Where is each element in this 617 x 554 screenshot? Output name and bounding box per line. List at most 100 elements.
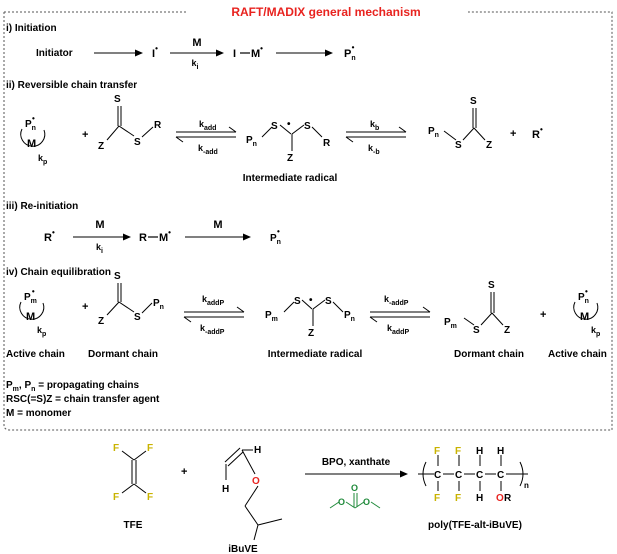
- initiator-label: Initiator: [36, 48, 73, 59]
- rev-plus-1: +: [82, 129, 88, 141]
- rev-inter-z: Z: [287, 153, 293, 164]
- equil-plus-2: +: [540, 309, 546, 321]
- dmc-o-carbonyl: O: [351, 483, 358, 493]
- bond: [443, 130, 457, 141]
- equil-prod-pm: Pm: [444, 317, 457, 330]
- legend-line-3: M = monomer: [6, 408, 71, 419]
- propagating-radical-pn: Pn•: [344, 43, 356, 62]
- eq-arrow-head: [422, 306, 431, 313]
- product-c-4: C: [497, 470, 504, 481]
- bond: [227, 451, 244, 467]
- equil-dormant-label-1: Dormant chain: [88, 349, 158, 360]
- reinit-ki: ki: [96, 242, 103, 255]
- bond: [244, 485, 259, 507]
- equil-pn-radical: Pn•: [578, 287, 589, 305]
- eq-arrow-head: [236, 306, 245, 313]
- equil-inter-s2: S: [325, 296, 332, 307]
- equil-plus-1: +: [82, 301, 88, 313]
- reinit-rm-m: M•: [159, 228, 171, 244]
- bond: [106, 125, 120, 141]
- bond: [491, 312, 504, 326]
- equil-cta-z: Z: [98, 316, 104, 327]
- rev-plus-2: +: [510, 128, 516, 140]
- bond: [118, 301, 135, 313]
- tfe-f-2: F: [147, 443, 153, 454]
- section-reinit-label: iii) Re-initiation: [6, 201, 78, 212]
- bond: [473, 127, 486, 141]
- equil-propagation-loop-1: [19, 301, 45, 320]
- reinit-r-radical: R•: [44, 228, 55, 244]
- rev-intermediate-caption: Intermediate radical: [243, 173, 338, 184]
- bond: [253, 524, 259, 541]
- reinit-monomer-2: M: [213, 219, 222, 231]
- bond: [283, 301, 295, 313]
- section-reversible-label: ii) Reversible chain transfer: [6, 80, 137, 91]
- section-equil-label: iv) Chain equilibration: [6, 267, 111, 278]
- equil-monomer-2: M: [580, 311, 589, 323]
- bond: [141, 302, 153, 314]
- dimethyl-carbonate-structure: [329, 493, 381, 509]
- equil-prod-thione-s: S: [488, 280, 495, 291]
- rev-cta-z: Z: [98, 141, 104, 152]
- bond: [279, 124, 292, 135]
- rev-inter-r: R: [323, 138, 331, 149]
- equil-k-addP-2: k-addP: [384, 294, 409, 307]
- equil-inter-pm: Pm: [265, 310, 278, 323]
- bond: [106, 301, 120, 316]
- product-c-2: C: [455, 470, 462, 481]
- bond: [257, 518, 283, 526]
- bond: [301, 299, 313, 310]
- product-f-2: F: [434, 493, 440, 504]
- bottom-plus: +: [181, 466, 187, 478]
- eq-arrow-head: [183, 316, 192, 323]
- bond: [261, 126, 273, 138]
- equil-intermediate-caption: Intermediate radical: [268, 349, 363, 360]
- tfe-f-3: F: [113, 492, 119, 503]
- bond: [311, 126, 323, 138]
- equil-monomer-1: M: [26, 311, 35, 323]
- mechanism-frame: [3, 11, 613, 431]
- ibuve-h-2: H: [254, 445, 261, 456]
- rev-kp: kp: [38, 153, 47, 166]
- tfe-f-1: F: [113, 443, 119, 454]
- equil-kaddP-2: kaddP: [387, 323, 409, 336]
- rev-cta-s: S: [134, 137, 141, 148]
- initiator-radical: I•: [152, 44, 158, 60]
- rev-propagation-loop: [20, 128, 46, 147]
- mechanism-title: RAFT/MADIX general mechanism: [231, 5, 420, 19]
- bond: [141, 126, 154, 138]
- rev-kadd: kadd: [199, 119, 216, 132]
- rev-pn-radical: Pn•: [25, 114, 36, 132]
- rev-k-add: k-add: [198, 143, 218, 156]
- bond: [312, 299, 326, 310]
- rev-inter-pn: Pn: [246, 135, 257, 148]
- equil-inter-z: Z: [308, 328, 314, 339]
- rev-prod-s: S: [455, 140, 462, 151]
- eq-arrow-head: [345, 136, 354, 143]
- initiation-rate-ki: ki: [192, 58, 199, 71]
- equil-propagation-loop-2: [573, 301, 599, 320]
- bond: [244, 505, 259, 526]
- equil-inter-dot: •: [309, 295, 313, 306]
- product-f-4: F: [455, 493, 461, 504]
- reinit-pn: Pn•: [270, 227, 281, 246]
- rev-r-radical: R•: [532, 125, 543, 141]
- eq-arrow-head: [369, 316, 378, 323]
- product-r: R: [504, 493, 512, 504]
- rev-inter-s2: S: [304, 121, 311, 132]
- initiator-monomer-radical-m: M•: [251, 44, 263, 60]
- eq-arrow-head: [175, 136, 184, 143]
- bond: [224, 447, 241, 463]
- eq-arrow-head: [398, 126, 407, 133]
- bond: [133, 483, 147, 494]
- bond: [121, 483, 135, 494]
- rev-prod-pn: Pn: [428, 126, 439, 139]
- equil-k-addP: k-addP: [200, 323, 225, 336]
- equil-kp-1: kp: [37, 325, 46, 338]
- bond: [463, 317, 475, 326]
- ibuve-h-1: H: [222, 484, 229, 495]
- product-n: n: [524, 481, 529, 490]
- equil-active-label-2: Active chain: [548, 349, 607, 360]
- equil-dormant-label-2: Dormant chain: [454, 349, 524, 360]
- product-label: poly(TFE-alt-iBuVE): [428, 520, 522, 531]
